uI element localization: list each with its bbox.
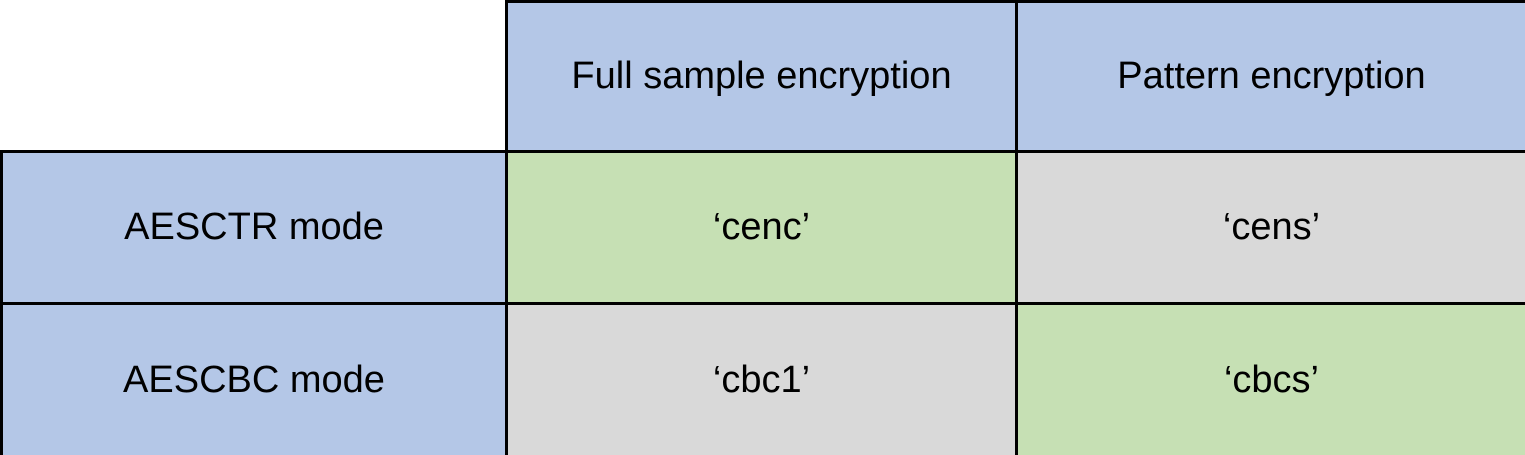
row-header-aescbc-mode: AESCBC mode xyxy=(0,302,508,455)
row-header-aesctr-mode: AESCTR mode xyxy=(0,150,508,305)
column-header-pattern-encryption: Pattern encryption xyxy=(1015,0,1525,153)
cell-cbcs: ‘cbcs’ xyxy=(1015,302,1525,455)
cell-cenc: ‘cenc’ xyxy=(505,150,1018,305)
table-row-aesctr: AESCTR mode ‘cenc’ ‘cens’ xyxy=(0,150,1525,305)
cell-cbc1: ‘cbc1’ xyxy=(505,302,1018,455)
cell-cens: ‘cens’ xyxy=(1015,150,1525,305)
table-row-aescbc: AESCBC mode ‘cbc1’ ‘cbcs’ xyxy=(0,302,1525,455)
table-header-row: Full sample encryption Pattern encryptio… xyxy=(1,0,1525,153)
column-header-full-sample-encryption: Full sample encryption xyxy=(505,0,1018,153)
corner-cell xyxy=(1,1,507,152)
